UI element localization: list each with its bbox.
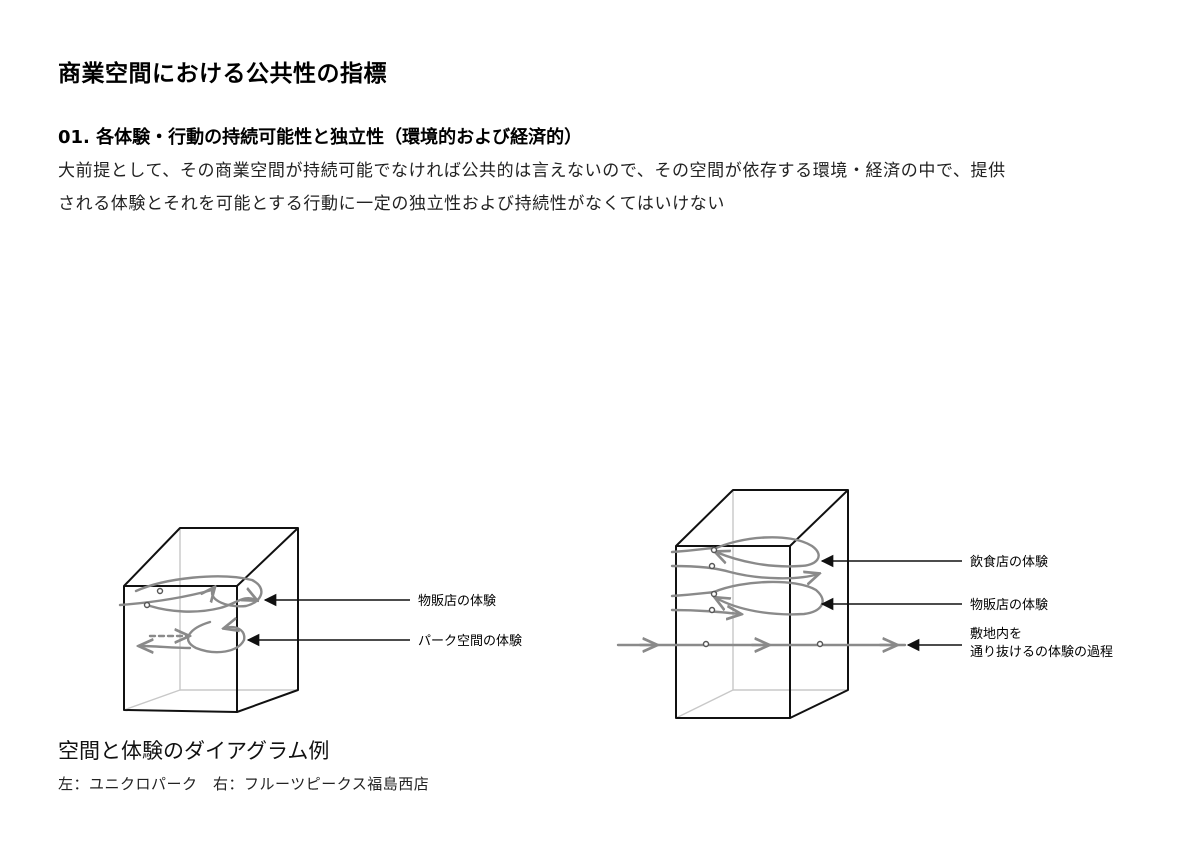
right-label-pass-line2: 通り抜けるの体験の過程: [970, 644, 1113, 660]
caption-subtitle: 左：ユニクロパーク 右：フルーツピークス福島西店: [58, 775, 430, 793]
left-box-door-markers: [143, 587, 164, 609]
left-box-edges: [123, 527, 299, 713]
right-box: [616, 489, 907, 719]
caption-title: 空間と体験のダイアグラム例: [58, 739, 330, 763]
left-label-retail: 物販店の体験: [418, 594, 496, 609]
right-label-food: 飲食店の体験: [970, 554, 1048, 570]
right-box-paths: [616, 536, 907, 645]
left-annotations: 物販店の体験 パーク空間の体験: [246, 593, 522, 649]
right-label-retail: 物販店の体験: [970, 598, 1048, 613]
right-box-edges: [675, 489, 849, 719]
section-heading: 01. 各体験・行動の持続可能性と独立性（環境的および経済的）: [58, 127, 583, 148]
right-label-pass-line1: 敷地内を: [970, 626, 1022, 642]
body-paragraph: 大前提として、その商業空間が持続可能でなければ公共的は言えないので、その空間が依…: [58, 155, 1148, 221]
left-box-paths: [118, 575, 263, 652]
left-label-park: パーク空間の体験: [418, 634, 522, 649]
right-annotations: 飲食店の体験 物販店の体験 敷地内を 通り抜けるの体験の過程: [820, 554, 1113, 660]
page-title: 商業空間における公共性の指標: [58, 61, 387, 87]
left-box: [118, 527, 299, 713]
right-box-door-markers: [702, 546, 824, 648]
body-line-1: 大前提として、その商業空間が持続可能でなければ公共的は言えないので、その空間が依…: [58, 161, 1006, 181]
body-line-2: される体験とそれを可能とする行動に一定の独立性および持続性がなくてはいけない: [58, 194, 725, 214]
left-box-hidden-edges: [123, 528, 298, 711]
